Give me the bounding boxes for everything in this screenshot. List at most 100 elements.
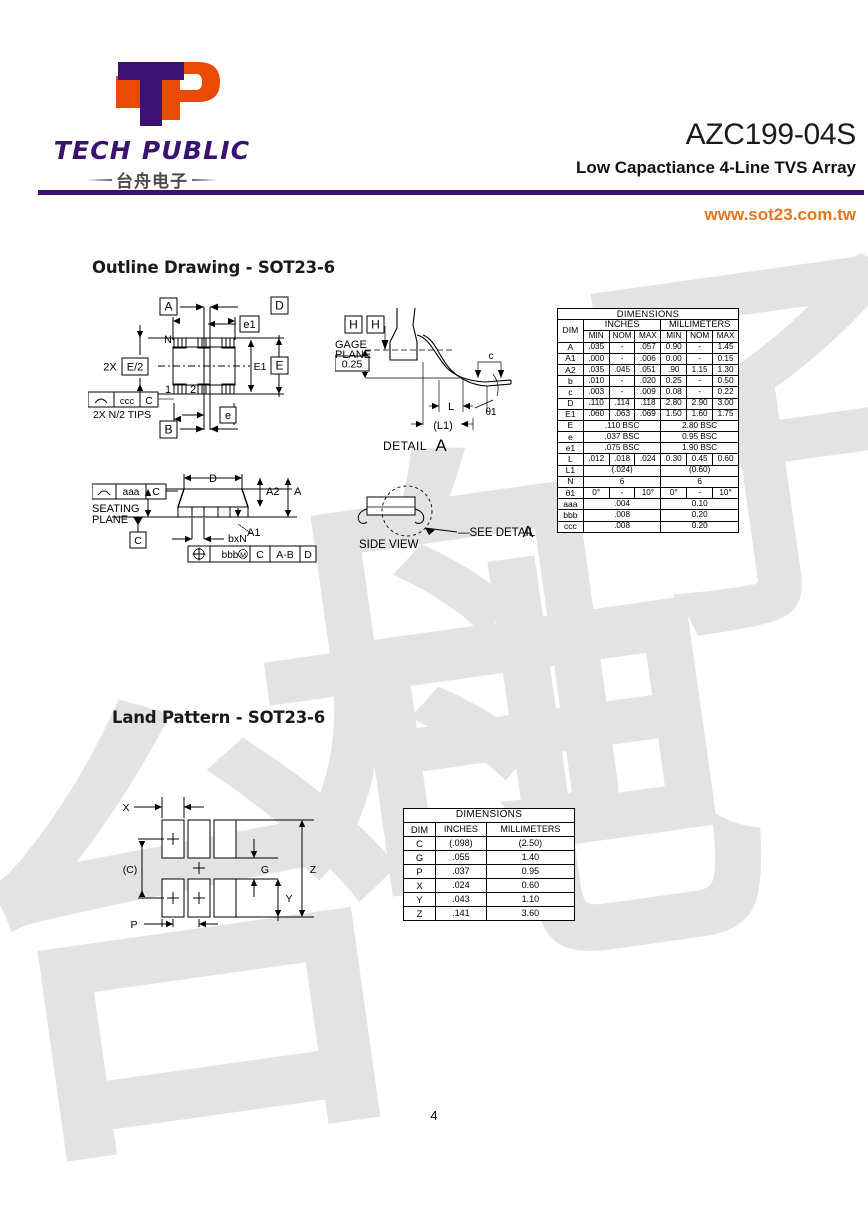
tp-logo-icon <box>116 62 220 126</box>
cell-value-span: .004 <box>582 498 662 511</box>
logo-dash-right <box>192 178 218 181</box>
cell-value: 1.30 <box>712 363 739 377</box>
cell-value: .012 <box>582 453 610 466</box>
svg-text:0.25: 0.25 <box>342 359 363 371</box>
cell-inches: .024 <box>435 878 487 893</box>
cell-value-span: .008 <box>582 509 662 522</box>
watermark-char-3: 电 <box>297 497 793 1053</box>
col-millimeters: MILLIMETERS <box>660 319 739 332</box>
cell-value-span: .037 BSC <box>582 431 662 444</box>
outline-top-view-drawing: A B e1 e D E E/2 2X E1 N 1 2 <box>88 296 289 439</box>
cell-value: - <box>686 341 714 354</box>
cell-value-span: 0.20 <box>660 509 739 522</box>
cell-value-span: (0.60) <box>660 464 739 477</box>
cell-value-span: 6 <box>582 475 662 489</box>
cell-dim: Y <box>403 892 436 907</box>
detail-a-drawing: H H 0.25 GAGE PLANE L (L1) c θ1 DETAIL A <box>335 307 512 455</box>
svg-text:A-B: A-B <box>276 549 294 561</box>
cell-dim: G <box>403 850 436 865</box>
cell-value: - <box>608 486 636 500</box>
svg-text:A2: A2 <box>266 486 279 498</box>
part-subtitle: Low Capactiance 4-Line TVS Array <box>576 158 856 177</box>
cell-value-span: 2.80 BSC <box>660 419 739 433</box>
cell-dim: e1 <box>557 442 584 455</box>
cell-value-span: 0.95 BSC <box>660 431 739 444</box>
cell-value: 0° <box>582 486 610 500</box>
cell-value: .057 <box>634 341 662 354</box>
cell-value: .051 <box>634 363 662 377</box>
cell-value: 0.60 <box>712 453 739 466</box>
svg-text:PLANE: PLANE <box>335 349 371 361</box>
table-sub-header-row: MIN NOM MAX MIN NOM MAX <box>558 330 739 343</box>
logo-chinese-name: 台舟电子 <box>116 172 188 192</box>
cell-value: 0.50 <box>712 375 739 388</box>
cell-dim: L1 <box>557 464 584 477</box>
svg-text:E1: E1 <box>254 361 267 373</box>
cell-value: - <box>686 486 714 500</box>
cell-dim: θ1 <box>557 486 584 500</box>
svg-text:H: H <box>349 318 358 332</box>
cell-dim: N <box>557 475 584 489</box>
cell-value: 0.25 <box>660 375 688 388</box>
page-header: TECH PUBLIC 台舟电子 AZC199-04S Low Capactia… <box>0 0 868 232</box>
outline-side-view-drawing: aaa C D A2 A A1 bxN C SEATING PLANE bbb … <box>92 473 317 563</box>
sub-in-max: MAX <box>634 330 662 343</box>
cell-value: 10° <box>634 486 662 500</box>
cell-value: - <box>608 386 636 399</box>
table-title: DIMENSIONS <box>557 307 739 321</box>
cell-dim: D <box>557 397 584 410</box>
svg-text:c: c <box>489 351 494 362</box>
svg-text:L: L <box>448 401 454 413</box>
cell-value: 10° <box>712 486 739 500</box>
website-link[interactable]: www.sot23.com.tw <box>704 205 856 224</box>
cell-mm: 0.60 <box>485 878 576 893</box>
svg-text:DETAIL: DETAIL <box>383 439 427 453</box>
cell-dim: P <box>403 864 436 879</box>
cell-value: - <box>608 352 636 365</box>
cell-value: .003 <box>582 386 610 399</box>
cell-value-span: 0.10 <box>660 498 739 511</box>
svg-text:M: M <box>240 553 246 560</box>
sub-mm-max: MAX <box>712 330 739 343</box>
table-header-row: DIMENSIONS <box>557 307 739 321</box>
cell-value-span: 0.20 <box>660 520 739 533</box>
svg-text:Z: Z <box>310 864 317 876</box>
svg-text:bbb: bbb <box>222 550 239 561</box>
svg-text:X: X <box>122 802 129 814</box>
sub-mm-min: MIN <box>660 330 688 343</box>
cell-inches: .055 <box>435 850 487 865</box>
land-dimensions-table-wrap: DIMENSIONS DIM INCHES MILLIMETERS C(.098… <box>403 808 576 921</box>
cell-value: 0.90 <box>660 341 688 354</box>
cell-value: .110 <box>582 397 610 410</box>
svg-text:GAGE: GAGE <box>335 339 367 351</box>
company-logo: TECH PUBLIC 台舟电子 <box>52 58 352 192</box>
cell-value: .009 <box>634 386 662 399</box>
svg-text:bxN: bxN <box>228 533 247 545</box>
cell-dim: E1 <box>557 408 584 421</box>
cell-value: .035 <box>582 363 610 377</box>
cell-value-span: (.024) <box>582 464 662 477</box>
cell-dim: X <box>403 878 436 893</box>
cell-inches: .043 <box>435 892 487 907</box>
svg-text:e: e <box>225 410 231 422</box>
col-inches: INCHES <box>582 319 662 332</box>
land-table-col-header-row: DIM INCHES MILLIMETERS <box>403 822 576 837</box>
cell-value: .000 <box>582 352 610 365</box>
cell-value: .018 <box>608 453 636 466</box>
cell-value: 0.22 <box>712 386 739 399</box>
svg-text:C: C <box>152 486 160 498</box>
cell-value: .063 <box>608 408 636 421</box>
land-table-title: DIMENSIONS <box>403 808 575 823</box>
